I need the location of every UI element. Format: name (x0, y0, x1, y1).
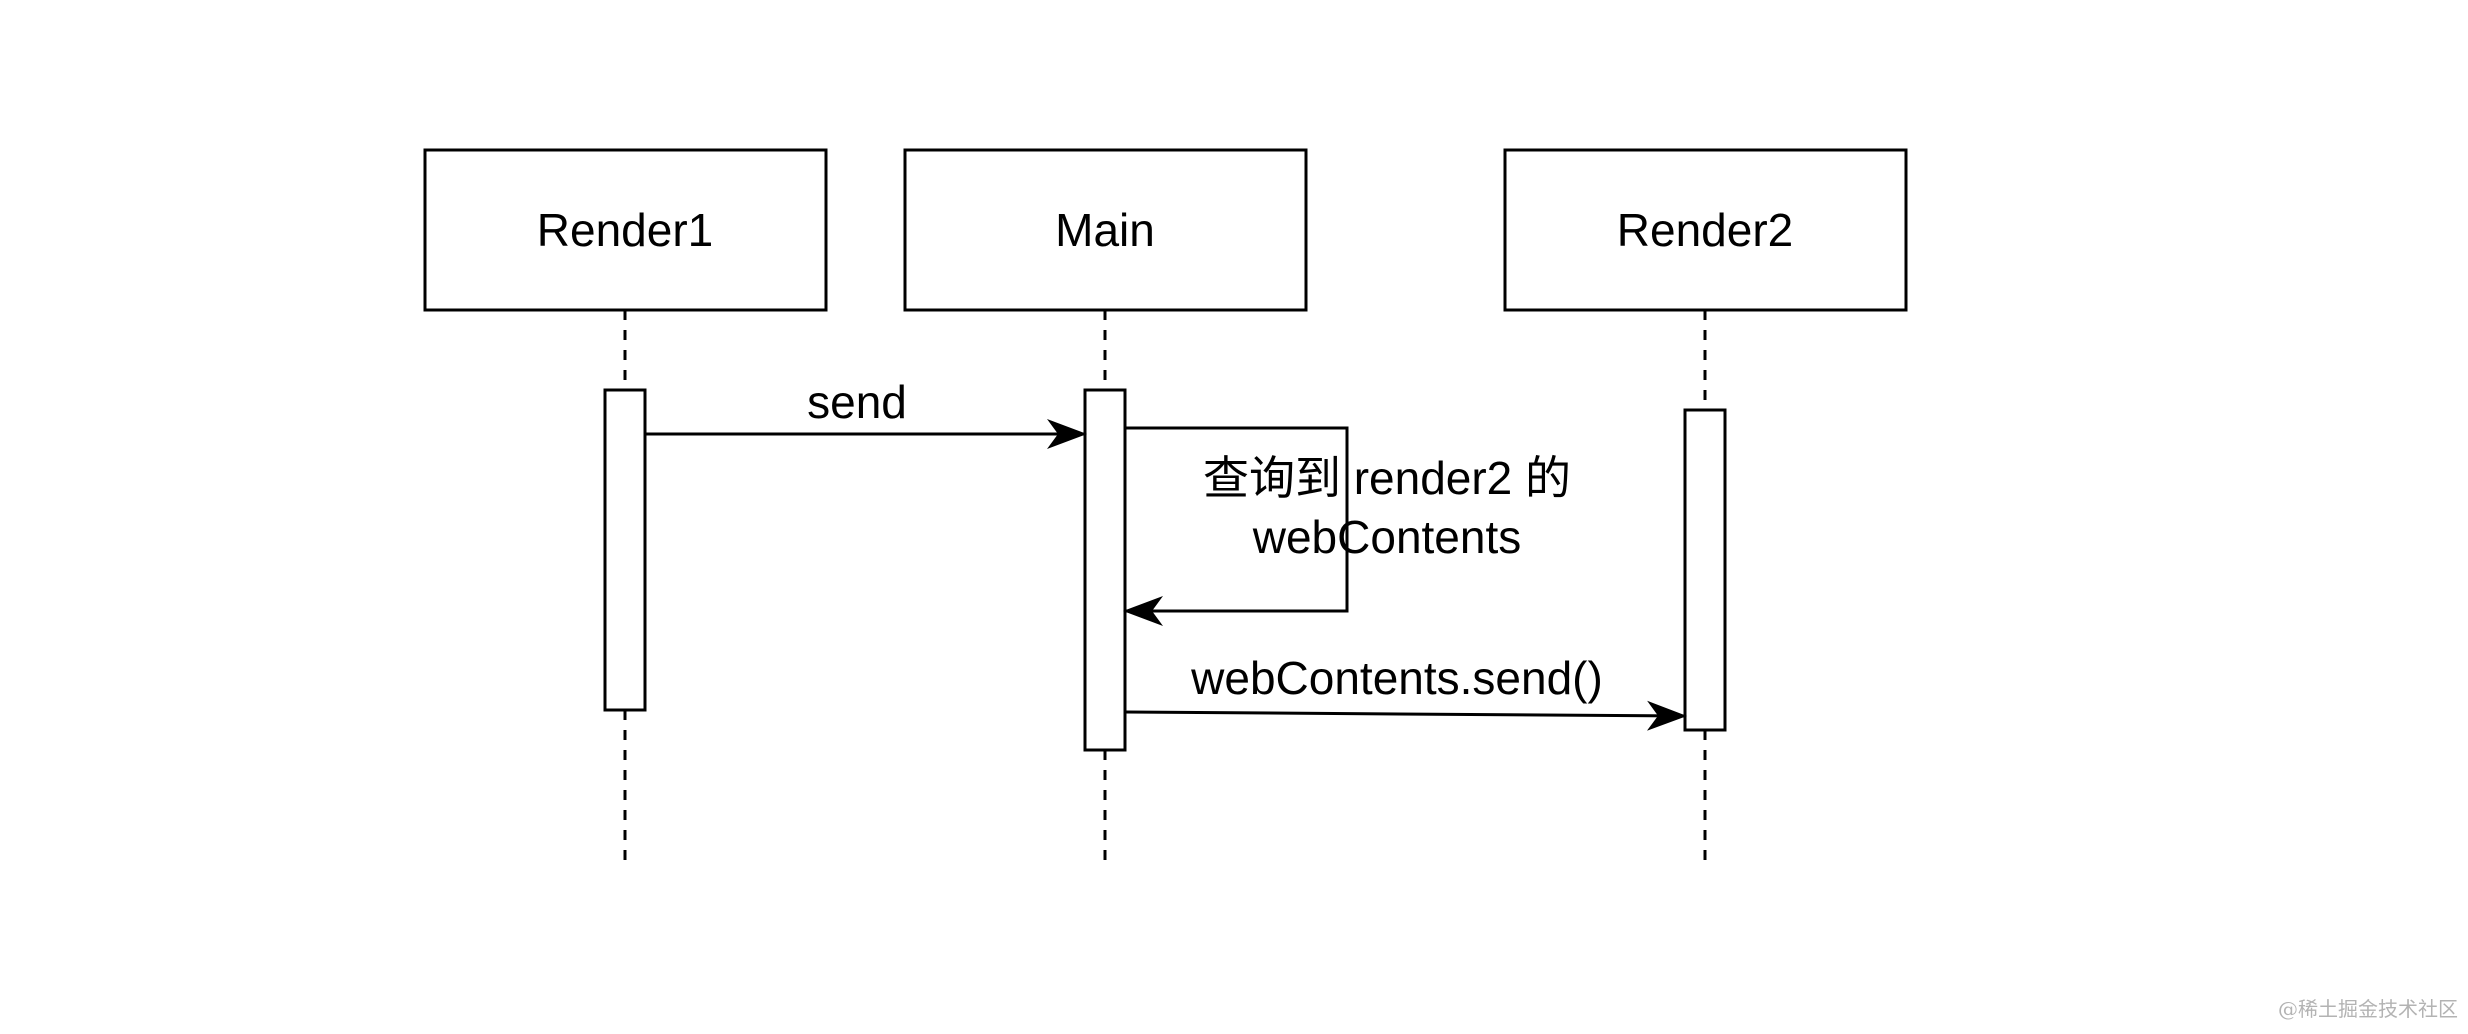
main-activation-bar (1083, 388, 1127, 752)
render1-activation-bar (603, 388, 647, 712)
participant-main: Main (903, 148, 1308, 312)
send-message-label: send (807, 376, 907, 428)
participant-render2-label: Render2 (1617, 204, 1793, 256)
participant-render2: Render2 (1503, 148, 1908, 312)
watermark: @稀土掘金技术社区 (2278, 997, 2458, 1021)
participant-main-label: Main (1055, 204, 1155, 256)
participant-render1-label: Render1 (537, 204, 713, 256)
forward-message-arrow (1124, 700, 1687, 731)
self-message-arrow (1123, 426, 1349, 626)
self-message-label-line1: 查询到 render2 的 (1203, 452, 1571, 504)
self-message-label-line2: webContents (1252, 511, 1522, 563)
render2-activation-bar (1683, 408, 1727, 732)
participant-render1: Render1 (423, 148, 828, 312)
forward-message-label: webContents.send() (1190, 652, 1603, 704)
